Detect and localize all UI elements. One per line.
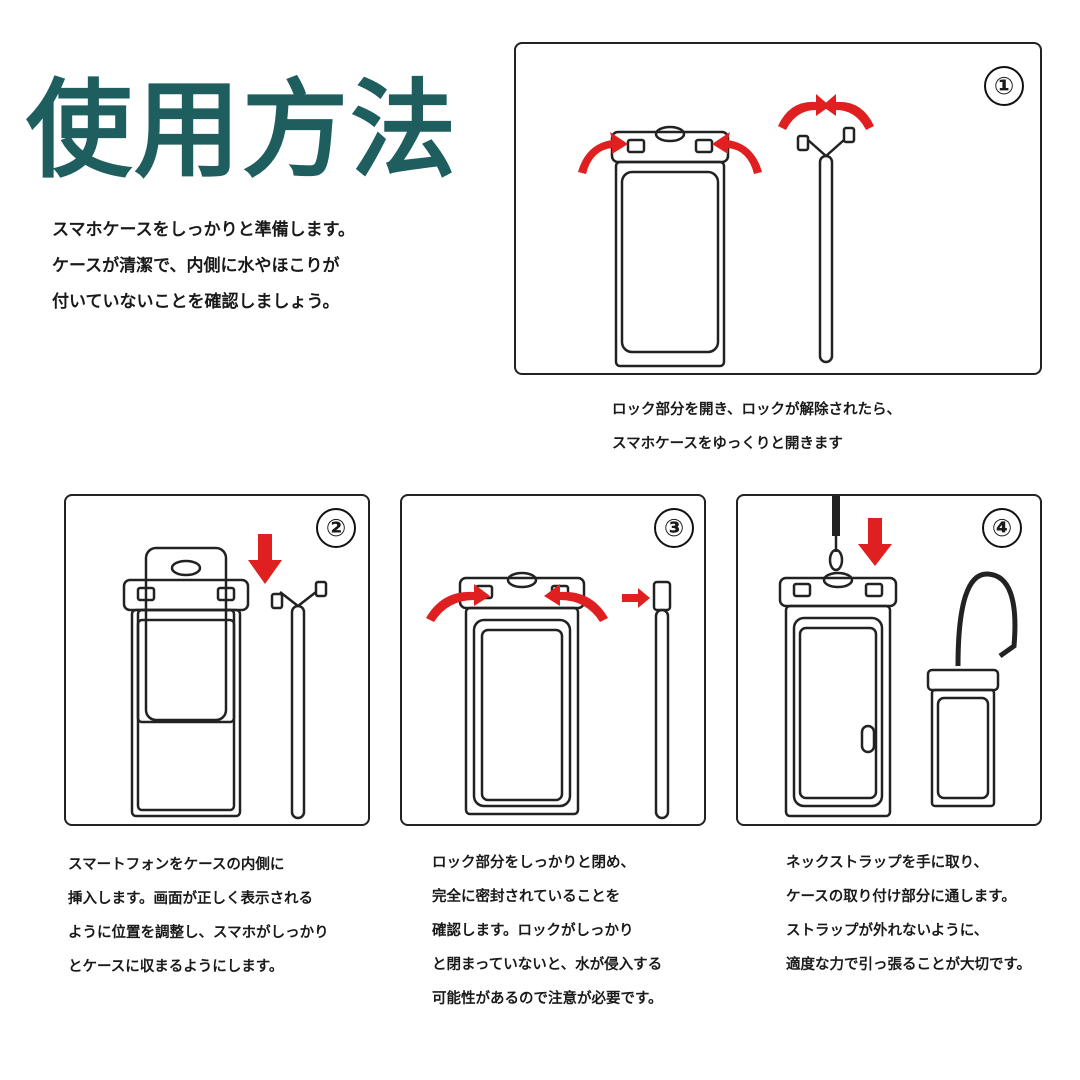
caption-line: ロック部分を開き、ロックが解除されたら、 (612, 402, 901, 418)
caption-line: ロック部分をしっかりと閉め、 (432, 855, 635, 871)
step-2-panel: ② (64, 494, 370, 826)
intro-text: スマホケースをしっかりと準備します。 ケースが清潔で、内側に水やほこりが 付いて… (52, 212, 355, 320)
down-arrow-icon (858, 518, 892, 566)
caption-line: ネックストラップを手に取り、 (786, 855, 988, 871)
caption-line: 適度な力で引っ張ることが大切です。 (786, 957, 1032, 973)
step-2-illustration (122, 534, 328, 820)
step-4-panel: ④ (736, 494, 1042, 826)
caption-line: 可能性があるので注意が必要です。 (432, 991, 663, 1007)
step-1-illustration (578, 94, 874, 368)
step-number: ② (316, 508, 356, 548)
step-3-illustration (426, 571, 672, 820)
step-4-caption: ネックストラップを手に取り、 ケースの取り付け部分に通します。 ストラップが外れ… (786, 846, 1031, 982)
step-1-panel: ① (514, 42, 1042, 375)
step-number: ① (984, 66, 1024, 106)
step-1-caption: ロック部分を開き、ロックが解除されたら、 スマホケースをゆっくりと開きます (612, 393, 901, 461)
intro-line: スマホケースをしっかりと準備します。 (52, 220, 355, 240)
caption-line: と閉まっていないと、水が侵入する (432, 957, 663, 973)
caption-line: ケースの取り付け部分に通します。 (786, 889, 1016, 905)
caption-line: ように位置を調整し、スマホがしっかり (68, 925, 329, 941)
step-number: ③ (654, 508, 694, 548)
intro-line: ケースが清潔で、内側に水やほこりが (52, 256, 340, 276)
caption-line: ストラップが外れないように、 (786, 923, 989, 939)
step-2-caption: スマートフォンをケースの内側に 挿入します。画面が正しく表示される ように位置を… (68, 848, 329, 984)
step-number: ④ (982, 508, 1022, 548)
step-3-caption: ロック部分をしっかりと閉め、 完全に密封されていることを 確認します。ロックがし… (432, 846, 663, 1016)
right-arrow-icon (622, 588, 650, 608)
page-title: 使用方法 (26, 69, 458, 192)
caption-line: スマートフォンをケースの内側に (68, 857, 285, 873)
caption-line: スマホケースをゆっくりと開きます (612, 436, 843, 452)
down-arrow-icon (248, 534, 282, 584)
step-4-illustration (778, 496, 1018, 818)
caption-line: 完全に密封されていることを (432, 889, 621, 905)
step-3-panel: ③ (400, 494, 706, 826)
caption-line: とケースに収まるようにします。 (68, 959, 284, 975)
intro-line: 付いていないことを確認しましょう。 (52, 292, 340, 312)
caption-line: 挿入します。画面が正しく表示される (68, 891, 314, 907)
caption-line: 確認します。ロックがしっかり (432, 923, 634, 939)
